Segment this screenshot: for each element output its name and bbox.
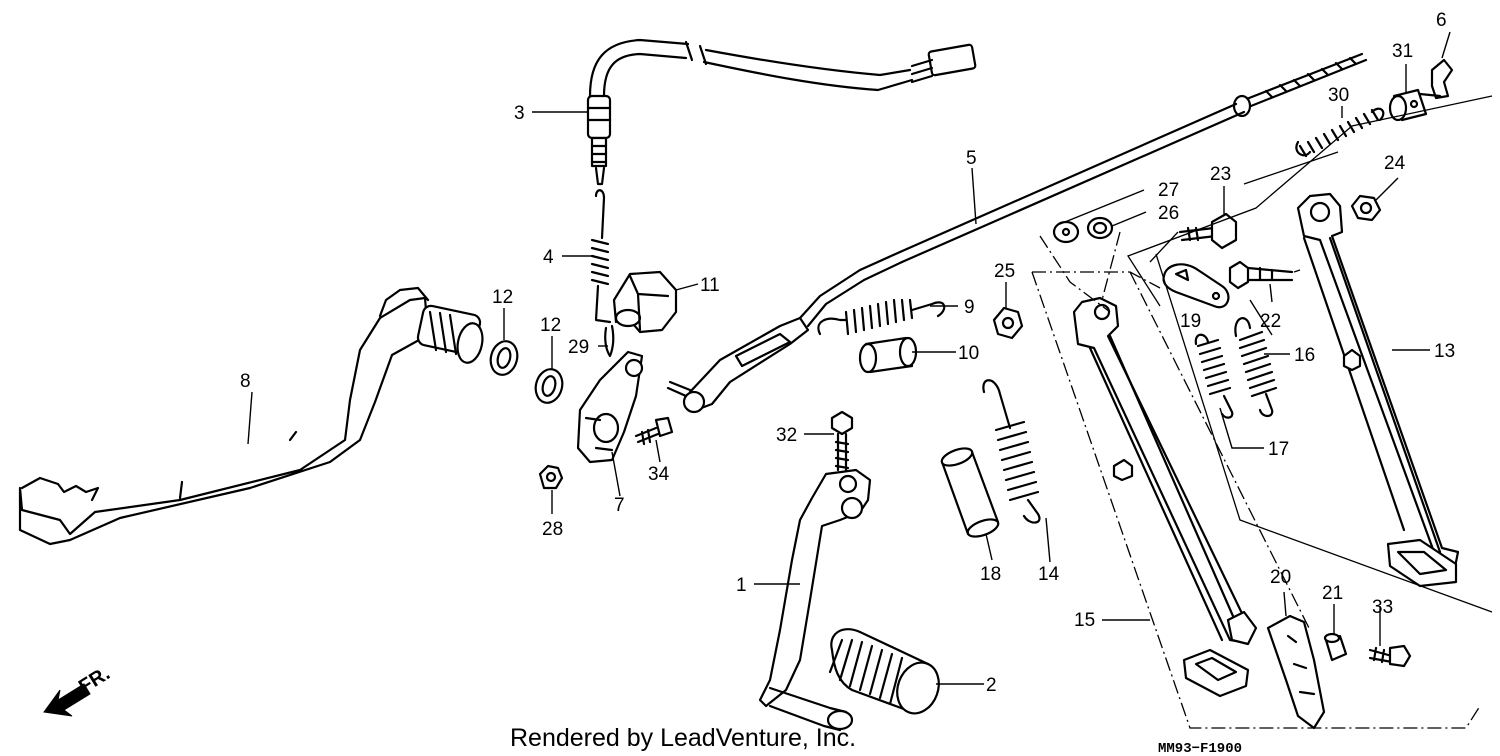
callout-20: 20 <box>1270 567 1291 588</box>
callout-33: 33 <box>1372 597 1393 618</box>
washer-part-26[interactable] <box>1086 216 1114 240</box>
callout-3: 3 <box>514 103 525 124</box>
bolt-part-34[interactable] <box>634 416 674 446</box>
pedal-rubber-part-2[interactable] <box>828 628 946 719</box>
leader-lines <box>247 31 1451 685</box>
callout-17: 17 <box>1268 439 1289 460</box>
nut-part-25[interactable] <box>992 306 1024 340</box>
callout-22: 22 <box>1260 311 1281 332</box>
bolt-part-22[interactable] <box>1228 260 1294 290</box>
callout-26: 26 <box>1158 203 1179 224</box>
credit-text: Rendered by LeadVenture, Inc. <box>510 724 856 752</box>
callout-1: 1 <box>736 575 747 596</box>
nut-part-28[interactable] <box>538 464 564 490</box>
callout-7: 7 <box>614 495 625 516</box>
bolt-part-32[interactable] <box>830 410 854 472</box>
spring-part-17[interactable] <box>1194 333 1234 419</box>
callout-13: 13 <box>1434 341 1455 362</box>
brake-arm-part-7[interactable] <box>576 350 644 464</box>
side-stand-part-15[interactable] <box>1072 296 1258 698</box>
cover-part-11[interactable] <box>612 270 678 334</box>
callout-19: 19 <box>1180 311 1201 332</box>
callout-6: 6 <box>1436 10 1447 31</box>
change-pedal-part-1[interactable] <box>758 468 872 732</box>
callout-25: 25 <box>994 261 1015 282</box>
nut-part-24[interactable] <box>1350 194 1382 222</box>
switch-spring-part-4[interactable] <box>590 189 612 324</box>
joint-part-31[interactable] <box>1388 88 1428 122</box>
callout-14: 14 <box>1038 564 1060 585</box>
collar-part-10[interactable] <box>858 336 918 374</box>
front-direction-arrow: FR. <box>43 663 114 717</box>
bolt-part-33[interactable] <box>1368 644 1412 668</box>
callout-23: 23 <box>1210 164 1231 185</box>
callout-10: 10 <box>958 343 979 364</box>
assembly-outline-lines <box>1031 95 1493 729</box>
callout-11: 11 <box>700 275 720 296</box>
callout-12b: 12 <box>540 315 561 336</box>
collar-part-21[interactable] <box>1323 632 1348 662</box>
callout-29: 29 <box>568 337 589 358</box>
callout-4: 4 <box>543 247 554 268</box>
callout-27: 27 <box>1158 180 1179 201</box>
washer-part-12b[interactable] <box>532 366 566 406</box>
callout-32: 32 <box>776 425 797 446</box>
spring-part-9[interactable] <box>817 298 946 336</box>
callout-labels: 1 2 3 4 5 6 7 8 9 10 11 12 12 13 14 15 1… <box>240 10 1455 696</box>
callout-5: 5 <box>966 148 977 169</box>
callout-28: 28 <box>542 519 563 540</box>
callout-15: 15 <box>1074 610 1095 631</box>
callout-18: 18 <box>980 564 1001 585</box>
diagram-code: MM93−F1900 <box>1158 741 1242 756</box>
callout-9: 9 <box>964 297 975 318</box>
callout-2: 2 <box>986 675 997 696</box>
brake-rod-part-5[interactable] <box>666 52 1368 414</box>
brake-pedal-part-8[interactable] <box>18 286 486 546</box>
callout-8: 8 <box>240 371 251 392</box>
side-stand-rubber-part-20[interactable] <box>1266 614 1326 730</box>
spring-part-16[interactable] <box>1234 317 1278 418</box>
spring-part-14[interactable] <box>982 379 1041 524</box>
callout-34: 34 <box>648 464 670 485</box>
callout-24: 24 <box>1384 153 1406 174</box>
callout-12a: 12 <box>492 287 513 308</box>
washer-part-12a[interactable] <box>487 338 521 378</box>
main-stand-part-13[interactable] <box>1296 192 1460 588</box>
cotter-pin-part-29[interactable] <box>604 324 615 358</box>
wing-bolt-part-6[interactable] <box>1418 58 1454 100</box>
washer-part-27[interactable] <box>1052 220 1080 244</box>
callout-21: 21 <box>1322 583 1343 604</box>
plate-part-19[interactable] <box>1162 263 1230 309</box>
spring-part-30[interactable] <box>1295 107 1385 158</box>
stop-switch-part-3[interactable] <box>586 38 977 186</box>
tube-part-18[interactable] <box>940 445 1001 540</box>
callout-31: 31 <box>1392 41 1413 62</box>
callout-30: 30 <box>1328 85 1349 106</box>
callout-16: 16 <box>1294 345 1315 366</box>
